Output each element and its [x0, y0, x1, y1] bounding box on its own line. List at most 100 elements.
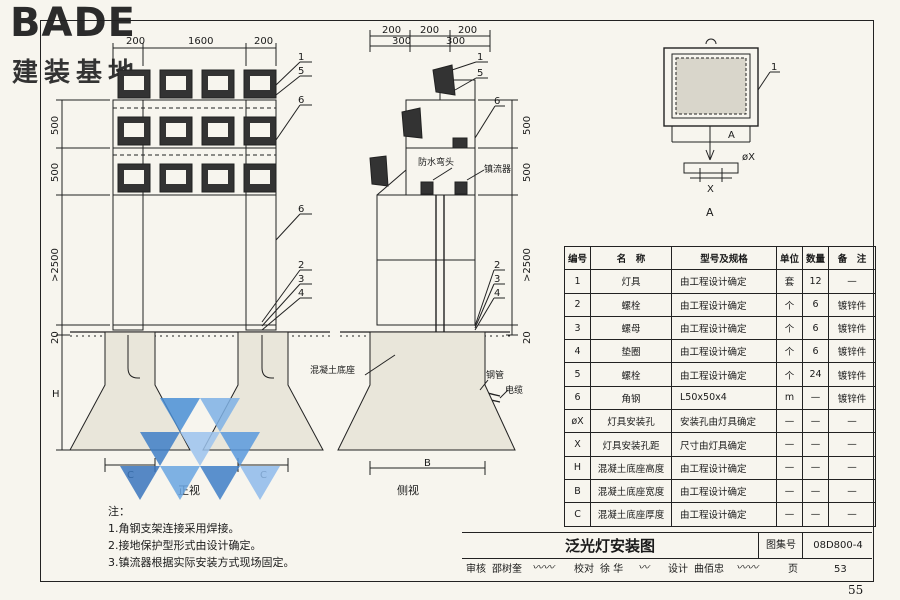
side-dim-200-c: 200: [458, 25, 477, 36]
detail-caption: A: [706, 206, 714, 219]
side-dim-20: 20: [522, 331, 533, 344]
cell-spec: 由工程设计确定: [671, 315, 778, 341]
side-view: [337, 30, 518, 475]
side-dim-500-a: 500: [522, 116, 533, 135]
front-dim-500-a: 500: [50, 116, 61, 135]
label-ballast: 镇流器: [484, 163, 511, 175]
logo-subtitle: 建装基地: [12, 58, 141, 88]
cell-unit: —: [776, 455, 804, 480]
atlas-number-label: 图集号: [760, 533, 803, 559]
notes-heading: 注：: [108, 505, 130, 518]
cell-remark: 镀锌件: [828, 292, 877, 317]
cell-unit: m: [776, 385, 804, 411]
cell-qty: —: [802, 409, 830, 434]
front-callout-5: 5: [298, 66, 304, 77]
drawing-page-number: 53: [834, 564, 847, 575]
cell-name: 灯具: [590, 269, 673, 294]
cell-no: 6: [563, 385, 592, 411]
cell-unit: —: [776, 478, 804, 504]
cell-unit: —: [776, 502, 804, 527]
cell-remark: 镀锌件: [828, 362, 877, 387]
detail-a-view: [663, 38, 780, 182]
cell-qty: —: [802, 502, 830, 527]
bade-logo: BADE 建装基地: [6, 0, 181, 88]
designer-name: 曲佰忠: [694, 564, 724, 575]
cell-spec: L50x50x4: [671, 385, 778, 411]
cell-spec: 由工程设计确定: [671, 339, 778, 364]
cell-no: C: [563, 502, 592, 527]
cell-no: 4: [563, 339, 592, 364]
cell-name: 螺母: [590, 315, 673, 341]
cell-remark: 镀锌件: [828, 315, 877, 341]
cell-no: X: [563, 432, 592, 457]
front-dim-h: H: [52, 389, 60, 400]
cell-remark: —: [828, 432, 877, 457]
cell-unit: 个: [776, 362, 804, 387]
cell-no: B: [563, 478, 592, 504]
check-label: 校对: [574, 564, 594, 575]
notes-block: 注： 1.角钢支架连接采用焊接。 2.接地保护型形式由设计确定。 3.镇流器根据…: [108, 503, 295, 571]
cell-spec: 由工程设计确定: [671, 292, 778, 317]
front-dim-500-b: 500: [50, 163, 61, 182]
cell-unit: 个: [776, 339, 804, 364]
cell-remark: 镀锌件: [828, 385, 877, 411]
side-callout-6: 6: [494, 96, 500, 107]
front-callout-3: 3: [298, 274, 304, 285]
detail-arrow-a: A: [728, 130, 735, 141]
col-header-unit: 单位: [776, 245, 804, 271]
cell-spec: 由工程设计确定: [671, 269, 778, 294]
side-view-caption: 侧视: [397, 483, 419, 497]
cell-name: 混凝土底座高度: [590, 455, 673, 480]
front-callout-2: 2: [298, 260, 304, 271]
cell-qty: —: [802, 385, 830, 411]
cell-remark: —: [828, 269, 877, 294]
page-label: 页: [788, 564, 798, 575]
cell-no: 1: [563, 269, 592, 294]
design-label: 设计: [668, 564, 688, 575]
checker-name: 徐 华: [600, 564, 624, 575]
side-callout-5: 5: [477, 68, 483, 79]
cell-no: 3: [563, 315, 592, 341]
cell-no: 5: [563, 362, 592, 387]
side-lamp-top: [432, 64, 456, 96]
cell-unit: —: [776, 432, 804, 457]
side-callout-3: 3: [494, 274, 500, 285]
table-header-row: 编号 名 称 型号及规格 单位 数量 备 注: [563, 245, 877, 271]
cell-name: 螺栓: [590, 362, 673, 387]
col-header-spec: 型号及规格: [671, 245, 778, 271]
side-dim-300-a: 300: [392, 36, 411, 47]
cell-qty: 12: [802, 269, 830, 294]
cell-qty: 6: [802, 292, 830, 317]
cell-unit: —: [776, 409, 804, 434]
cell-name: 角钢: [590, 385, 673, 411]
cell-qty: 6: [802, 315, 830, 341]
cell-spec: 由工程设计确定: [671, 455, 778, 480]
label-concrete-base: 混凝土底座: [310, 364, 355, 376]
detail-dim-phix: øX: [742, 152, 755, 163]
cell-spec: 由工程设计确定: [671, 478, 778, 504]
col-header-remark: 备 注: [828, 245, 877, 271]
front-right-foundation: [202, 331, 324, 451]
side-callout-2: 2: [494, 260, 500, 271]
cell-remark: 镀锌件: [828, 339, 877, 364]
cell-spec: 由工程设计确定: [671, 502, 778, 527]
side-dim-300-b: 300: [446, 36, 465, 47]
front-callout-6a: 6: [298, 95, 304, 106]
col-header-qty: 数量: [802, 245, 830, 271]
side-dim-b: B: [424, 458, 431, 469]
title-block-main-row: 泛光灯安装图 图集号 08D800-4: [462, 532, 872, 559]
cell-qty: 24: [802, 362, 830, 387]
cell-remark: —: [828, 409, 877, 434]
front-left-foundation: [69, 331, 191, 451]
cell-name: 垫圈: [590, 339, 673, 364]
side-foundation: [337, 331, 516, 451]
